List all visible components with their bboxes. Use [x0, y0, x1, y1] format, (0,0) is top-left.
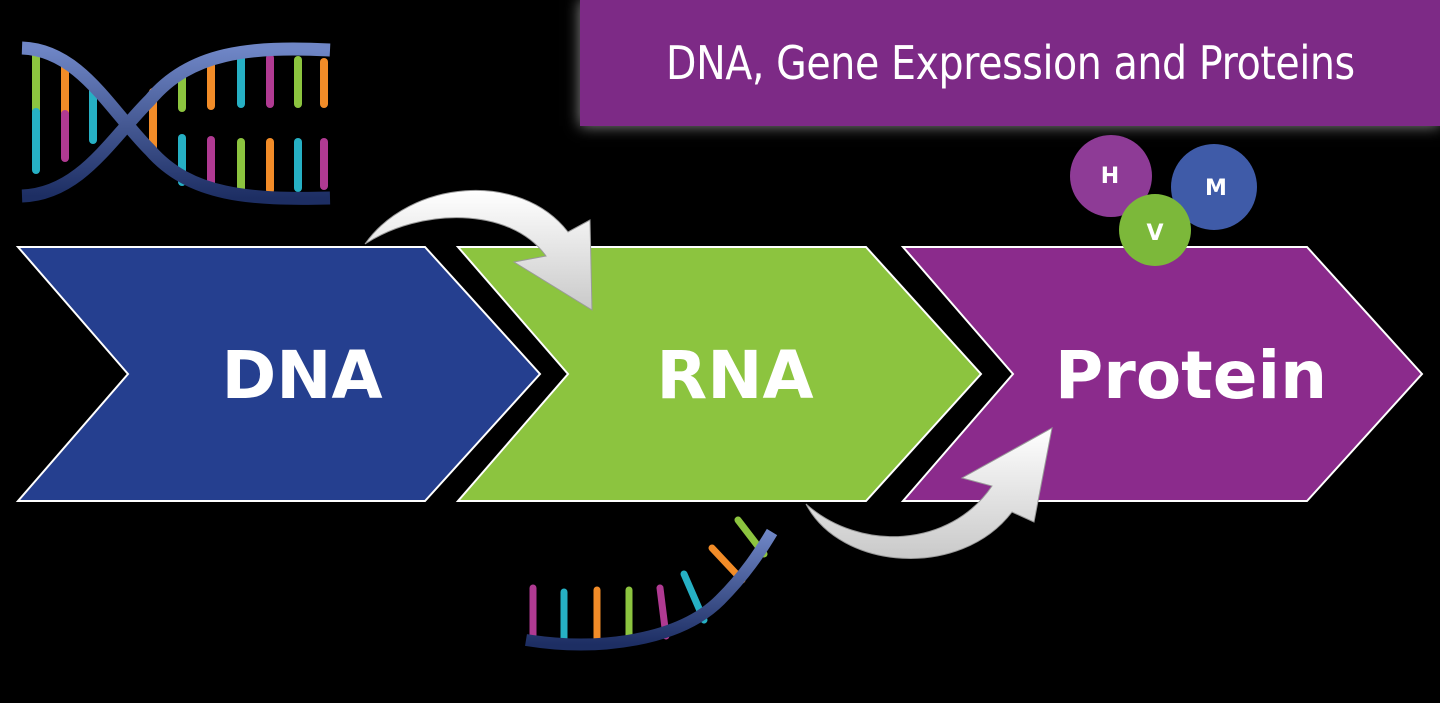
bubble-v-label: V	[1146, 221, 1163, 246]
amino-acid-bubbles: H M V	[1070, 135, 1257, 266]
bubble-v	[1119, 194, 1191, 266]
rna-strand-icon	[525, 516, 778, 651]
chevron-dna: DNA	[15, 246, 542, 502]
bubble-h-label: H	[1101, 164, 1119, 189]
dna-helix-icon	[21, 41, 331, 205]
transcription-arrow-icon	[364, 189, 593, 311]
page-title: DNA, Gene Expression and Proteins	[665, 36, 1355, 90]
title-banner: DNA, Gene Expression and Proteins	[580, 0, 1440, 126]
chevron-rna: RNA	[455, 246, 983, 502]
chevron-protein-label: Protein	[1055, 337, 1327, 414]
bubble-m-label: M	[1205, 176, 1227, 201]
chevron-rna-label: RNA	[656, 337, 813, 414]
translation-arrow-icon	[805, 427, 1053, 559]
chevron-dna-label: DNA	[221, 337, 382, 414]
bubble-m	[1171, 144, 1257, 230]
chevron-protein: Protein	[900, 246, 1424, 502]
bubble-h	[1070, 135, 1152, 217]
